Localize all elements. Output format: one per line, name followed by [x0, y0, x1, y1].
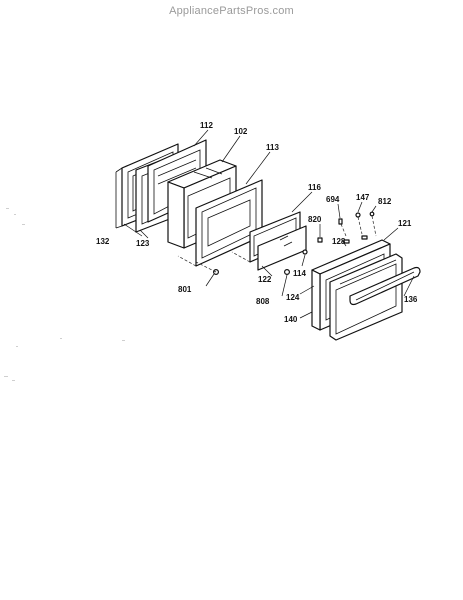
- callout-132: 132: [96, 237, 110, 246]
- part-hardware: [195, 211, 377, 276]
- callout-112: 112: [200, 121, 213, 130]
- watermark-text: AppliancePartsPros.com: [169, 5, 294, 17]
- callout-801: 801: [178, 285, 192, 294]
- callout-102: 102: [234, 127, 248, 136]
- callout-121: 121: [398, 219, 412, 228]
- callout-128: 128: [332, 237, 346, 246]
- callout-136: 136: [404, 295, 418, 304]
- callout-147: 147: [356, 193, 370, 202]
- callout-122: 122: [258, 275, 272, 284]
- callout-812: 812: [378, 197, 392, 206]
- callout-820: 820: [308, 215, 322, 224]
- callout-694: 694: [326, 195, 340, 204]
- callout-808: 808: [256, 297, 270, 306]
- callout-140: 140: [284, 315, 298, 324]
- part-door-handle: [349, 266, 421, 306]
- callout-114: 114: [293, 269, 306, 278]
- callout-116: 116: [308, 183, 321, 192]
- part-window-glass: [231, 211, 307, 271]
- leader-lines: [123, 129, 415, 319]
- part-outer-door-panel: [311, 239, 403, 341]
- callout-113: 113: [266, 143, 279, 152]
- scan-specks: [4, 208, 125, 381]
- callout-123: 123: [136, 239, 150, 248]
- callout-124: 124: [286, 293, 300, 302]
- callout-labels: 112 102 113 116 694 147 812 820 121 128 …: [96, 121, 418, 324]
